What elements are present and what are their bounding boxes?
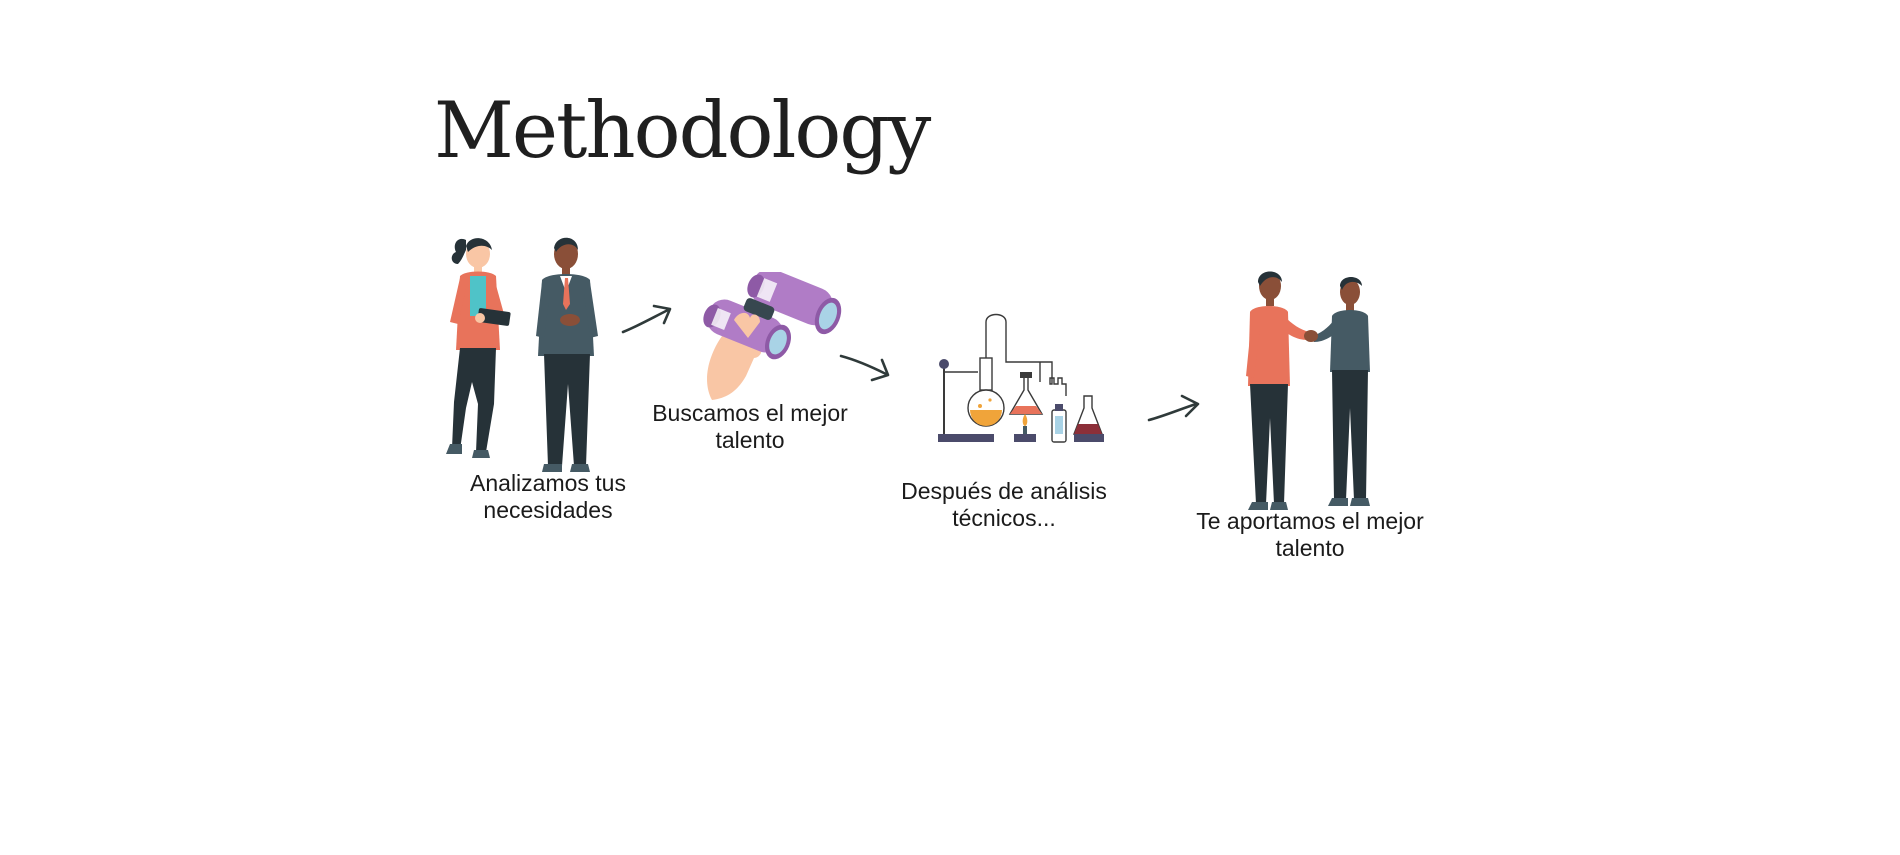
woman-figure <box>446 238 511 458</box>
man-figure <box>536 237 598 472</box>
step-deliver: Te aportamos el mejor talento <box>1190 268 1430 568</box>
arrow-right-icon <box>839 354 890 382</box>
step-caption-search: Buscamos el mejor talento <box>652 400 848 453</box>
arrow-right-icon <box>621 304 672 334</box>
handshake-icon <box>1246 271 1370 510</box>
laboratory-icon <box>938 313 1104 443</box>
right-man-figure <box>1312 277 1370 506</box>
left-man-figure <box>1246 271 1310 510</box>
two-professionals-icon <box>446 237 598 472</box>
step-caption-deliver: Te aportamos el mejor talento <box>1196 508 1424 561</box>
step-analysis: Después de análisis técnicos... <box>900 310 1140 540</box>
arrow-right-icon <box>1147 394 1200 422</box>
step-search: Buscamos el mejor talento <box>630 272 870 462</box>
page-title: Methodology <box>434 86 931 176</box>
step-analyze: Analizamos tus necesidades <box>430 226 670 536</box>
binoculars-icon <box>703 272 842 400</box>
step-caption-analyze: Analizamos tus necesidades <box>470 470 626 523</box>
step-caption-analysis: Después de análisis técnicos... <box>901 478 1107 531</box>
